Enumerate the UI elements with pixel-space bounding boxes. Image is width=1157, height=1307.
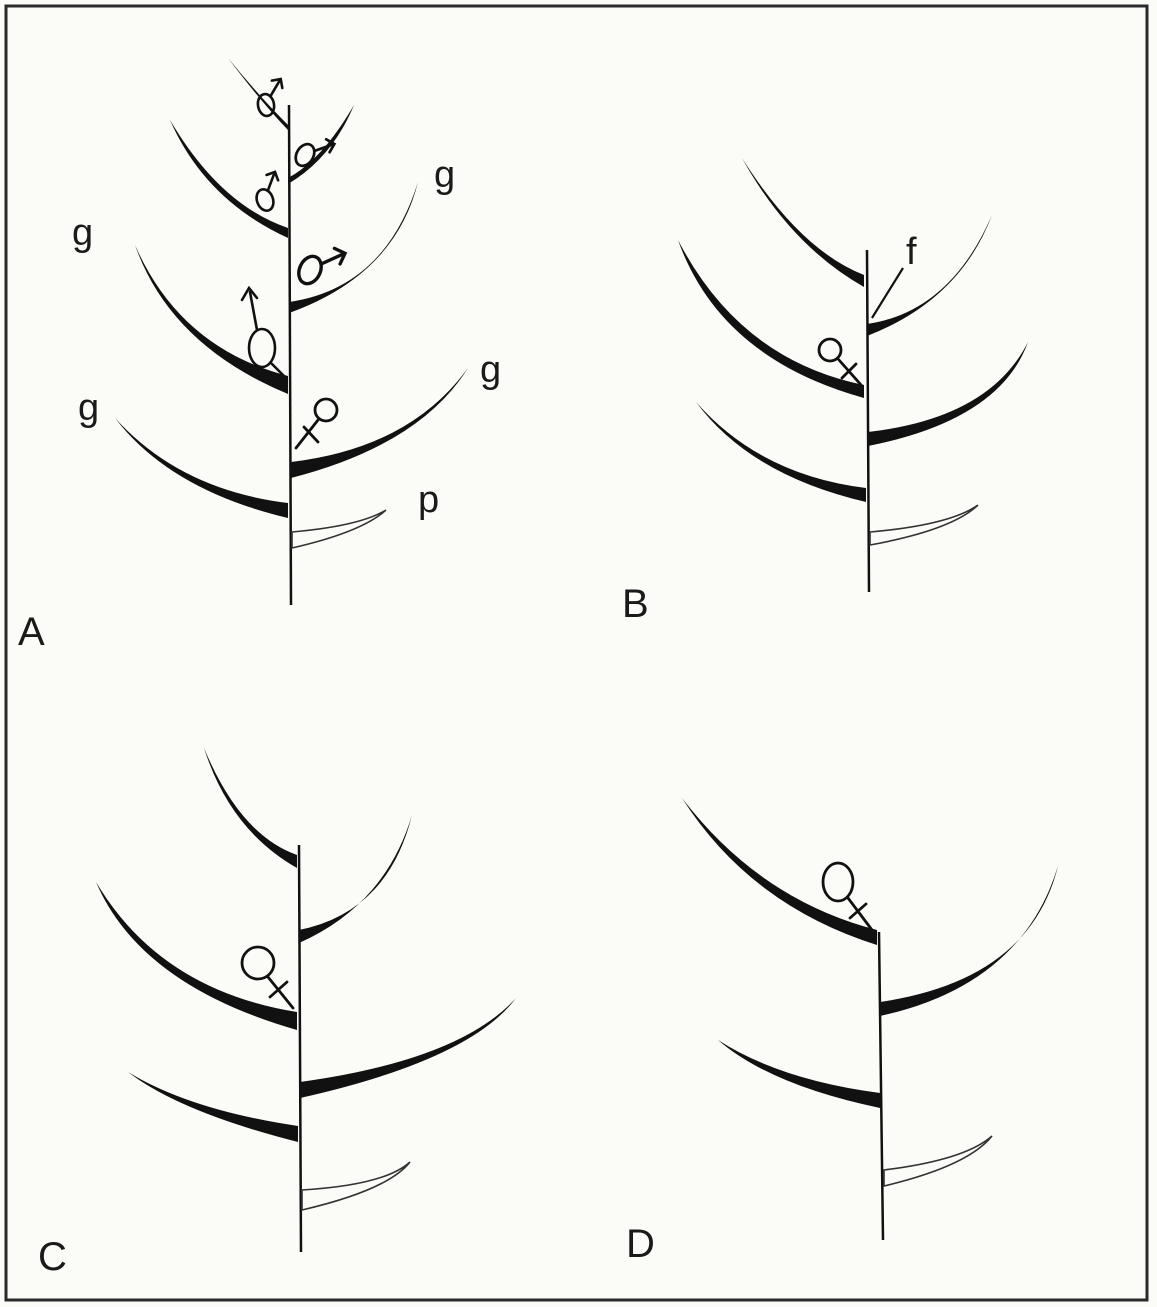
male-symbol [254, 79, 286, 117]
male-symbol [250, 172, 287, 213]
rachilla-axis [867, 250, 869, 592]
male-symbol [292, 130, 334, 175]
lower-glume [884, 1136, 992, 1186]
male-symbol [295, 239, 345, 294]
floret-bract [880, 866, 1058, 1016]
panel-letter: B [622, 582, 649, 626]
floret-bract [299, 815, 412, 943]
floret-bract [291, 368, 468, 478]
panel-letter: C [38, 1235, 67, 1279]
floret-bract [228, 58, 288, 130]
floret-bract [742, 158, 864, 287]
glume-label: g [78, 387, 99, 429]
floret-bract [288, 105, 354, 184]
glume-label: g [480, 349, 501, 391]
floret-bract [96, 882, 297, 1030]
figure-frame [6, 6, 1147, 1300]
floret-label-f: f [906, 231, 917, 273]
rachilla-axis [879, 932, 883, 1240]
floret-bract [128, 1072, 298, 1142]
lower-glume [292, 510, 386, 548]
female-symbol [242, 947, 293, 1008]
panel-a: g g g g p A [18, 58, 501, 654]
glume-label-p: p [418, 479, 439, 521]
floret-bract [868, 342, 1028, 446]
panel-c: C [38, 748, 516, 1279]
floret-bract [696, 402, 866, 502]
panel-d: D [626, 798, 1058, 1266]
floret-bract [204, 748, 297, 868]
female-symbol [296, 399, 337, 448]
floret-bract [170, 120, 288, 238]
floret-bract [867, 215, 992, 336]
floret-bract [289, 182, 418, 313]
lower-glume [870, 505, 978, 545]
glume-label: g [434, 154, 455, 196]
floret-bract [718, 1040, 880, 1108]
lower-glume [302, 1162, 410, 1210]
floret-bract [135, 245, 288, 394]
floret-pointer [872, 268, 903, 318]
floret-bract [115, 418, 288, 518]
glume-label: g [72, 212, 93, 254]
rachilla-axis [299, 845, 301, 1252]
floret-bract [300, 998, 516, 1098]
floret-bract [682, 798, 877, 945]
panel-b: f B [622, 158, 1028, 626]
panel-letter: A [18, 610, 45, 654]
panel-letter: D [626, 1222, 655, 1266]
